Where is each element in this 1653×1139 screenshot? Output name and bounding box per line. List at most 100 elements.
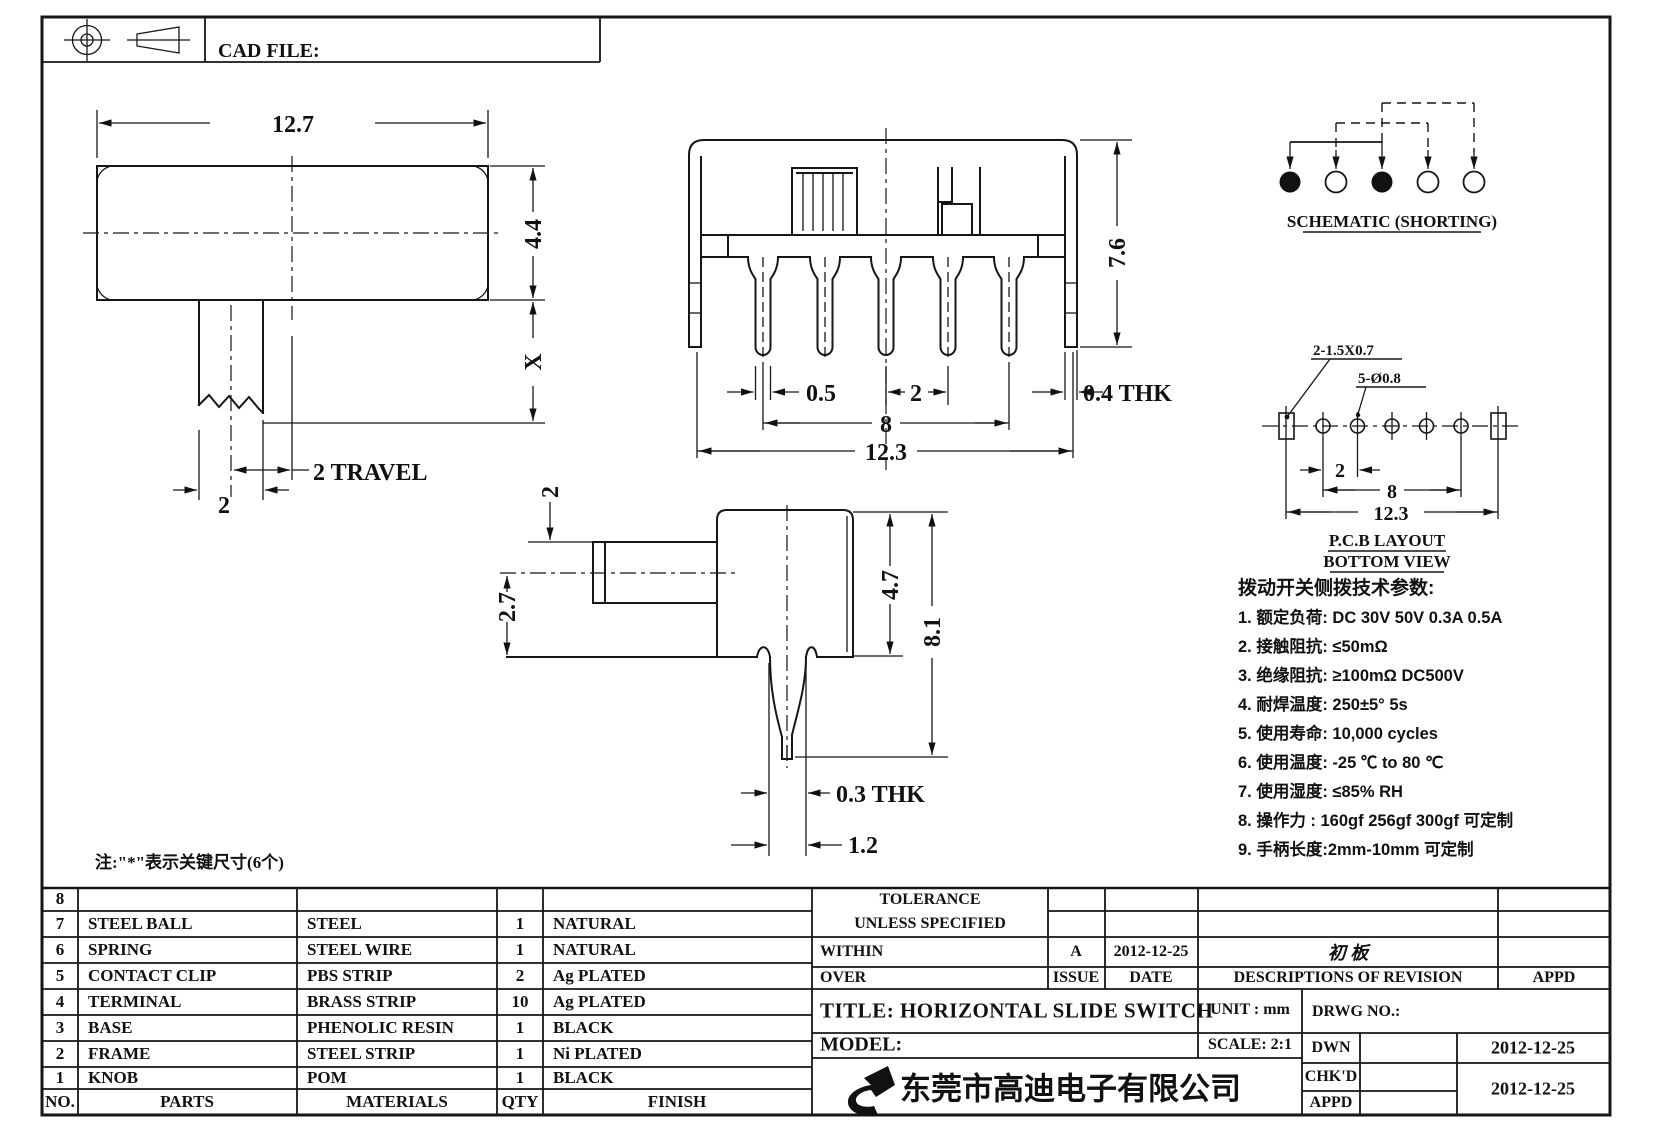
spec-item: 1. 额定负荷: DC 30V 50V 0.3A 0.5A	[1238, 609, 1503, 627]
tolerance-label: TOLERANCE	[879, 891, 981, 908]
parts-row-material: PHENOLIC RESIN	[307, 1018, 454, 1037]
parts-row-part: BASE	[88, 1018, 133, 1037]
parts-row-part: CONTACT CLIP	[88, 966, 217, 985]
schematic-caption: SCHEMATIC (SHORTING)	[1287, 212, 1497, 231]
spec-item: 9. 手柄长度:2mm-10mm 可定制	[1238, 841, 1474, 859]
dim-front-pin-width: 0.5	[806, 381, 836, 407]
parts-row-part: TERMINAL	[88, 992, 182, 1011]
issue-date-value: 2012-12-25	[1113, 943, 1189, 960]
company-name: 东莞市高迪电子有限公司	[900, 1071, 1241, 1107]
parts-row-part: STEEL BALL	[88, 914, 193, 933]
parts-row-no: 5	[55, 966, 65, 985]
parts-row-part: FRAME	[88, 1044, 151, 1063]
parts-row-finish: BLACK	[553, 1018, 614, 1037]
chkd-label: CHK'D	[1304, 1068, 1358, 1085]
parts-header-qty: QTY	[501, 1092, 539, 1111]
parts-row-no: 1	[55, 1068, 65, 1087]
dim-top-knob-length: X	[521, 353, 547, 371]
scale-label: SCALE: 2:1	[1207, 1036, 1293, 1053]
parts-row-qty: 2	[515, 966, 525, 985]
dim-front-span: 8	[880, 412, 892, 438]
dim-top-height: 4.4	[521, 219, 547, 249]
parts-row-no: 7	[55, 914, 65, 933]
parts-row-qty: 1	[515, 914, 525, 933]
model-label: MODEL:	[820, 1033, 903, 1056]
appd-label: APPD	[1309, 1094, 1353, 1111]
parts-row-finish: Ag PLATED	[553, 966, 646, 985]
parts-row-no: 2	[55, 1044, 65, 1063]
revision-description-label: DESCRIPTIONS OF REVISION	[1233, 969, 1463, 986]
within-label: WITHIN	[820, 943, 884, 960]
top-view: 12.7 4.4 X 2 TRAVEL 2	[83, 110, 547, 519]
parts-row-material: BRASS STRIP	[307, 992, 417, 1011]
dim-front-width: 12.3	[865, 440, 907, 466]
dim-side-below-center: 2.7	[495, 592, 521, 622]
technical-parameters-title: 拨动开关侧拨技术参数:	[1238, 578, 1435, 599]
dim-pcb-width: 12.3	[1374, 503, 1409, 525]
parts-header-no: NO.	[45, 1092, 75, 1111]
appd-date-value: 2012-12-25	[1491, 1078, 1575, 1099]
sheet-border	[40, 15, 1612, 1117]
appd-column-label: APPD	[1532, 969, 1576, 986]
parts-row-no: 3	[55, 1018, 65, 1037]
spec-item: 6. 使用温度: -25 ℃ to 80 ℃	[1238, 754, 1444, 772]
parts-header-parts: PARTS	[160, 1092, 214, 1111]
over-label: OVER	[820, 969, 867, 986]
pcb-layout-view: 2-1.5X0.7 5-Ø0.8 2 8 12.3 P.C.B LAYOUT B…	[1262, 343, 1522, 573]
dim-top-width: 12.7	[272, 112, 314, 138]
side-view: 2 2.7 4.7 8.1 0.3 THK 1.2	[495, 486, 948, 859]
projection-symbol-icon	[64, 19, 190, 61]
issue-value: A	[1070, 943, 1082, 960]
table-grid	[42, 886, 1610, 1115]
key-dimension-note: 注:"*"表示关键尺寸(6个)	[95, 853, 284, 872]
dim-pcb-pitch: 2	[1335, 460, 1345, 482]
parts-row-part: KNOB	[88, 1068, 139, 1087]
parts-row-finish: Ag PLATED	[553, 992, 646, 1011]
parts-row-no: 6	[55, 940, 65, 959]
drawing-number-label: DRWG NO.:	[1312, 1003, 1401, 1020]
parts-row-finish: NATURAL	[553, 914, 636, 933]
spec-item: 5. 使用寿命: 10,000 cycles	[1238, 725, 1438, 743]
dim-pcb-span: 8	[1387, 481, 1397, 503]
parts-row-qty: 10	[511, 992, 529, 1011]
drawing-title: TITLE: HORIZONTAL SLIDE SWITCH	[820, 998, 1214, 1023]
pcb-slot-callout: 2-1.5X0.7	[1313, 343, 1374, 359]
pcb-caption-line1: P.C.B LAYOUT	[1329, 531, 1446, 550]
unit-label: UNIT : mm	[1210, 1001, 1290, 1018]
parts-row-qty: 1	[515, 940, 525, 959]
dwn-label: DWN	[1311, 1039, 1351, 1056]
spec-item: 2. 接触阻抗: ≤50mΩ	[1238, 638, 1388, 656]
spec-item: 4. 耐焊温度: 250±5° 5s	[1238, 696, 1408, 714]
parts-row-qty: 1	[515, 1018, 525, 1037]
dim-side-leg-width: 1.2	[848, 833, 878, 859]
parts-row-no: 4	[55, 992, 65, 1011]
tolerance-unless-label: UNLESS SPECIFIED	[854, 915, 1006, 932]
dim-front-height: 7.6	[1105, 238, 1131, 268]
front-view: 0.5 2 8 12.3 0.4 THK 7.6	[688, 128, 1172, 470]
dim-top-knob-width: 2	[218, 493, 230, 519]
parts-row-part: SPRING	[88, 940, 153, 959]
parts-row-qty: 1	[515, 1068, 525, 1087]
company-logo-icon	[847, 1066, 895, 1116]
date-label: DATE	[1129, 969, 1173, 986]
dim-front-pitch: 2	[910, 381, 922, 407]
spec-item: 7. 使用湿度: ≤85% RH	[1238, 783, 1403, 801]
schematic-view: SCHEMATIC (SHORTING)	[1279, 102, 1497, 233]
dim-side-total-height: 8.1	[920, 617, 946, 647]
parts-row-material: POM	[307, 1068, 347, 1087]
pcb-caption-line2: BOTTOM VIEW	[1323, 552, 1450, 571]
dim-side-knob-height: 2	[538, 486, 564, 498]
parts-row-finish: NATURAL	[553, 940, 636, 959]
issue-label: ISSUE	[1052, 969, 1100, 986]
parts-row-no: 8	[55, 889, 65, 908]
dim-front-thickness: 0.4 THK	[1083, 381, 1172, 407]
parts-row-finish: BLACK	[553, 1068, 614, 1087]
dim-side-body-height: 4.7	[878, 570, 904, 600]
spec-item: 8. 操作力 : 160gf 256gf 300gf 可定制	[1238, 812, 1514, 830]
parts-row-material: STEEL WIRE	[307, 940, 413, 959]
parts-header-finish: FINISH	[647, 1092, 707, 1111]
parts-row-qty: 1	[515, 1044, 525, 1063]
parts-row-finish: Ni PLATED	[553, 1044, 642, 1063]
